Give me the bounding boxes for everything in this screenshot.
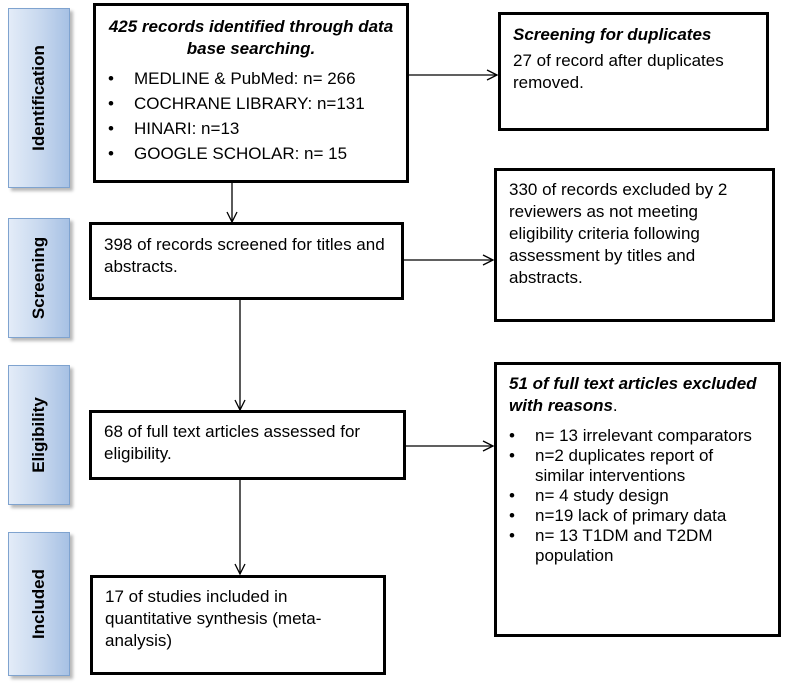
list-item: MEDLINE & PubMed: n= 266 xyxy=(108,66,394,91)
list-item: n= 13 T1DM and T2DM population xyxy=(509,526,766,566)
exclusion-reasons-list: n= 13 irrelevant comparators n=2 duplica… xyxy=(509,426,766,566)
database-list: MEDLINE & PubMed: n= 266 COCHRANE LIBRAR… xyxy=(108,66,394,166)
identified-records-box: 425 records identified through data base… xyxy=(93,3,409,183)
assessed-articles-box: 68 of full text articles assessed for el… xyxy=(89,410,406,480)
assessed-articles-text: 68 of full text articles assessed for el… xyxy=(104,422,361,463)
included-studies-text: 17 of studies included in quantitative s… xyxy=(105,587,322,650)
phase-screening-tab: Screening xyxy=(8,218,70,338)
list-item: COCHRANE LIBRARY: n=131 xyxy=(108,91,394,116)
phase-identification-tab: Identification xyxy=(8,8,70,188)
excluded-fulltext-heading-wrap: 51 of full text articles excluded with r… xyxy=(509,373,766,417)
list-item: n=19 lack of primary data xyxy=(509,506,766,526)
duplicates-heading: Screening for duplicates xyxy=(513,25,712,44)
excluded-screening-box: 330 of records excluded by 2 reviewers a… xyxy=(494,168,775,322)
excluded-fulltext-heading: 51 of full text articles excluded with r… xyxy=(509,374,757,415)
list-item: n= 4 study design xyxy=(509,486,766,506)
identified-records-heading: 425 records identified through data base… xyxy=(108,17,394,58)
screened-records-text: 398 of records screened for titles and a… xyxy=(104,235,385,276)
list-item: HINARI: n=13 xyxy=(108,116,394,141)
duplicates-box: Screening for duplicates 27 of record af… xyxy=(498,12,769,131)
duplicates-text: 27 of record after duplicates removed. xyxy=(513,51,724,92)
list-item: GOOGLE SCHOLAR: n= 15 xyxy=(108,141,394,166)
included-studies-box: 17 of studies included in quantitative s… xyxy=(90,575,386,675)
list-item: n= 13 irrelevant comparators xyxy=(509,426,766,446)
list-item: n=2 duplicates report of similar interve… xyxy=(509,446,766,486)
excluded-fulltext-heading-suffix: . xyxy=(612,396,618,415)
phase-eligibility-tab: Eligibility xyxy=(8,365,70,505)
phase-included-tab: Included xyxy=(8,532,70,676)
excluded-fulltext-box: 51 of full text articles excluded with r… xyxy=(494,362,781,637)
screened-records-box: 398 of records screened for titles and a… xyxy=(89,222,404,300)
excluded-screening-text: 330 of records excluded by 2 reviewers a… xyxy=(509,180,728,287)
